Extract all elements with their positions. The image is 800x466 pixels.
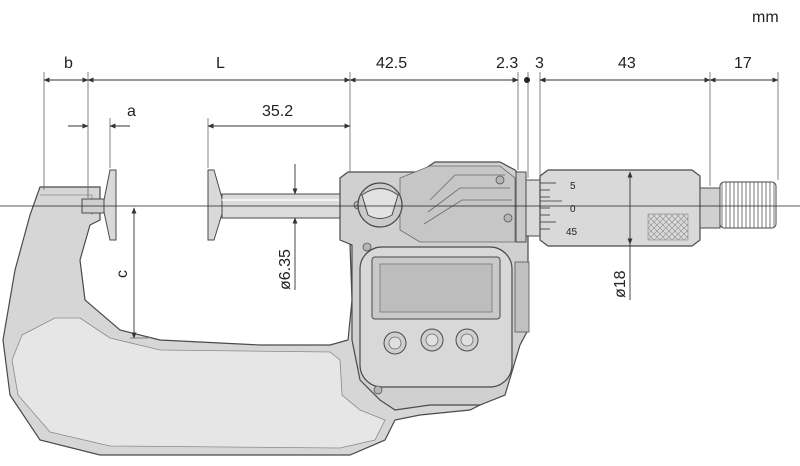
dim-a-label: a <box>127 103 136 120</box>
frame-inner-panel <box>11 317 386 449</box>
side-grip <box>514 261 530 333</box>
ratchet-neck <box>699 187 721 229</box>
head-upper-shell <box>399 165 516 243</box>
dim-42-5-label: 42.5 <box>376 55 407 72</box>
sleeve <box>525 179 541 237</box>
display-button-2[interactable] <box>420 328 444 352</box>
thimble-scale-5: 5 <box>570 181 576 192</box>
thimble-scale-45: 45 <box>566 227 578 238</box>
lcd-window <box>379 263 493 313</box>
dim-3-label: 3 <box>535 55 544 72</box>
spindle-disc <box>207 169 223 241</box>
head-screw-top <box>495 175 505 185</box>
dim-18-label: ø18 <box>612 270 629 298</box>
dim-2-3-label: 2.3 <box>496 55 518 72</box>
panel-screw-bottom <box>373 385 383 395</box>
dim-b-label: b <box>64 55 73 72</box>
display-button-3[interactable] <box>455 328 479 352</box>
lock-knob-lever[interactable] <box>361 188 399 219</box>
head-ridge <box>423 174 512 225</box>
thimble-scale-0: 0 <box>570 204 576 215</box>
unit-label: mm <box>752 9 779 26</box>
dim-c-label: c <box>114 270 131 278</box>
ratchet-icon[interactable] <box>719 181 777 229</box>
dim-17-label: 17 <box>734 55 752 72</box>
panel-screw-top <box>362 242 372 252</box>
dim-43-label: 43 <box>618 55 636 72</box>
dim-35-2-label: 35.2 <box>262 103 293 120</box>
dim-6-35-label: ø6.35 <box>277 249 294 290</box>
knurled-thimble-icon <box>647 213 689 241</box>
extension-lines <box>43 72 779 339</box>
anvil-disc <box>103 169 117 241</box>
dimension-lines <box>43 77 779 339</box>
dim-L-label: L <box>216 55 225 72</box>
thimble-graduations <box>540 182 562 230</box>
dim-junction-dot <box>524 77 530 83</box>
display-button-1[interactable] <box>383 331 407 355</box>
clamp-ring <box>515 171 527 243</box>
head-screw-mid <box>503 213 513 223</box>
